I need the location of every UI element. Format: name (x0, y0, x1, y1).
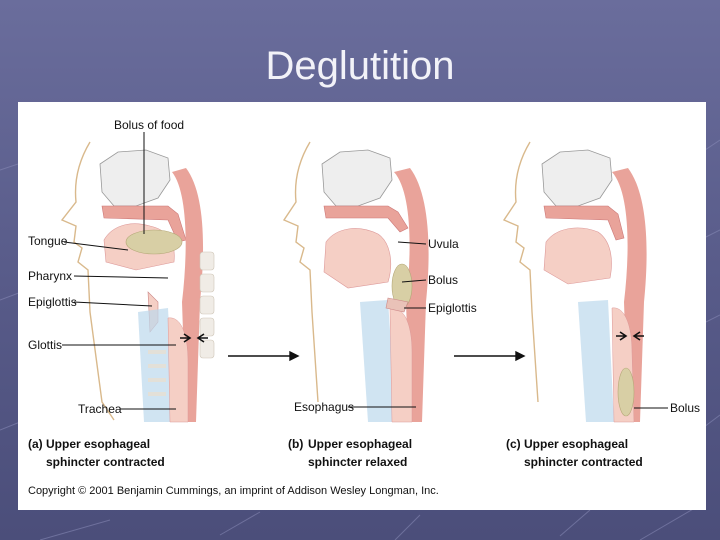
pharynx-wall-c (612, 168, 647, 422)
panel-a: Bolus of food Tongue Pharynx Epiglottis … (28, 118, 215, 469)
head-outline-c (502, 141, 539, 403)
label-glottis: Glottis (28, 338, 62, 352)
label-epiglottis-b: Epiglottis (428, 301, 477, 315)
pharynx-wall-a (172, 168, 204, 422)
head-outline-a (60, 141, 115, 421)
palate-c (543, 205, 625, 241)
label-tongue: Tongue (28, 234, 68, 248)
nasal-cavity-c (541, 149, 613, 207)
sphincter-arrows-c (616, 331, 644, 341)
esophagus-b (389, 307, 413, 423)
panel-b-letter: (b) (288, 437, 303, 451)
bolus-c (617, 367, 635, 417)
palate-b (323, 205, 409, 233)
sequence-arrow-2 (454, 350, 526, 362)
epiglottis-b (385, 297, 409, 313)
larynx-b (360, 300, 396, 422)
slide-title: Deglutition (265, 44, 455, 88)
panel-c: Bolus (c) Upper esophageal sphincter con… (502, 141, 700, 469)
label-bolus-of-food: Bolus of food (114, 118, 184, 132)
tongue-b (323, 228, 391, 289)
label-esophagus: Esophagus (294, 400, 354, 414)
larynx-c (578, 300, 614, 422)
label-bolus-b: Bolus (428, 273, 458, 287)
sphincter-arrows-a (180, 333, 208, 343)
label-uvula: Uvula (428, 237, 459, 251)
panel-a-caption-line1: Upper esophageal (46, 437, 150, 451)
panel-b-caption-line1: Upper esophageal (308, 437, 412, 451)
panel-b-caption-line2: sphincter relaxed (308, 455, 407, 469)
panel-c-letter: (c) (506, 437, 521, 451)
label-trachea: Trachea (78, 402, 122, 416)
panel-b: Uvula Bolus Epiglottis Esophagus (b) Upp… (282, 141, 477, 469)
nasal-cavity-b (321, 149, 393, 207)
sequence-arrow-1 (228, 350, 300, 362)
panel-a-letter: (a) (28, 437, 43, 451)
label-pharynx: Pharynx (28, 269, 72, 283)
deglutition-figure: Bolus of food Tongue Pharynx Epiglottis … (18, 102, 706, 510)
head-outline-b (282, 141, 319, 403)
nasal-cavity-a (99, 149, 171, 207)
copyright-text: Copyright © 2001 Benjamin Cummings, an i… (28, 485, 439, 497)
label-epiglottis-a: Epiglottis (28, 295, 77, 309)
tongue-c (543, 227, 612, 285)
panel-c-caption-line1: Upper esophageal (524, 437, 628, 451)
panel-c-caption-line2: sphincter contracted (524, 455, 643, 469)
panel-a-caption-line2: sphincter contracted (46, 455, 165, 469)
bolus-a (125, 229, 183, 255)
label-bolus-c: Bolus (670, 401, 700, 415)
